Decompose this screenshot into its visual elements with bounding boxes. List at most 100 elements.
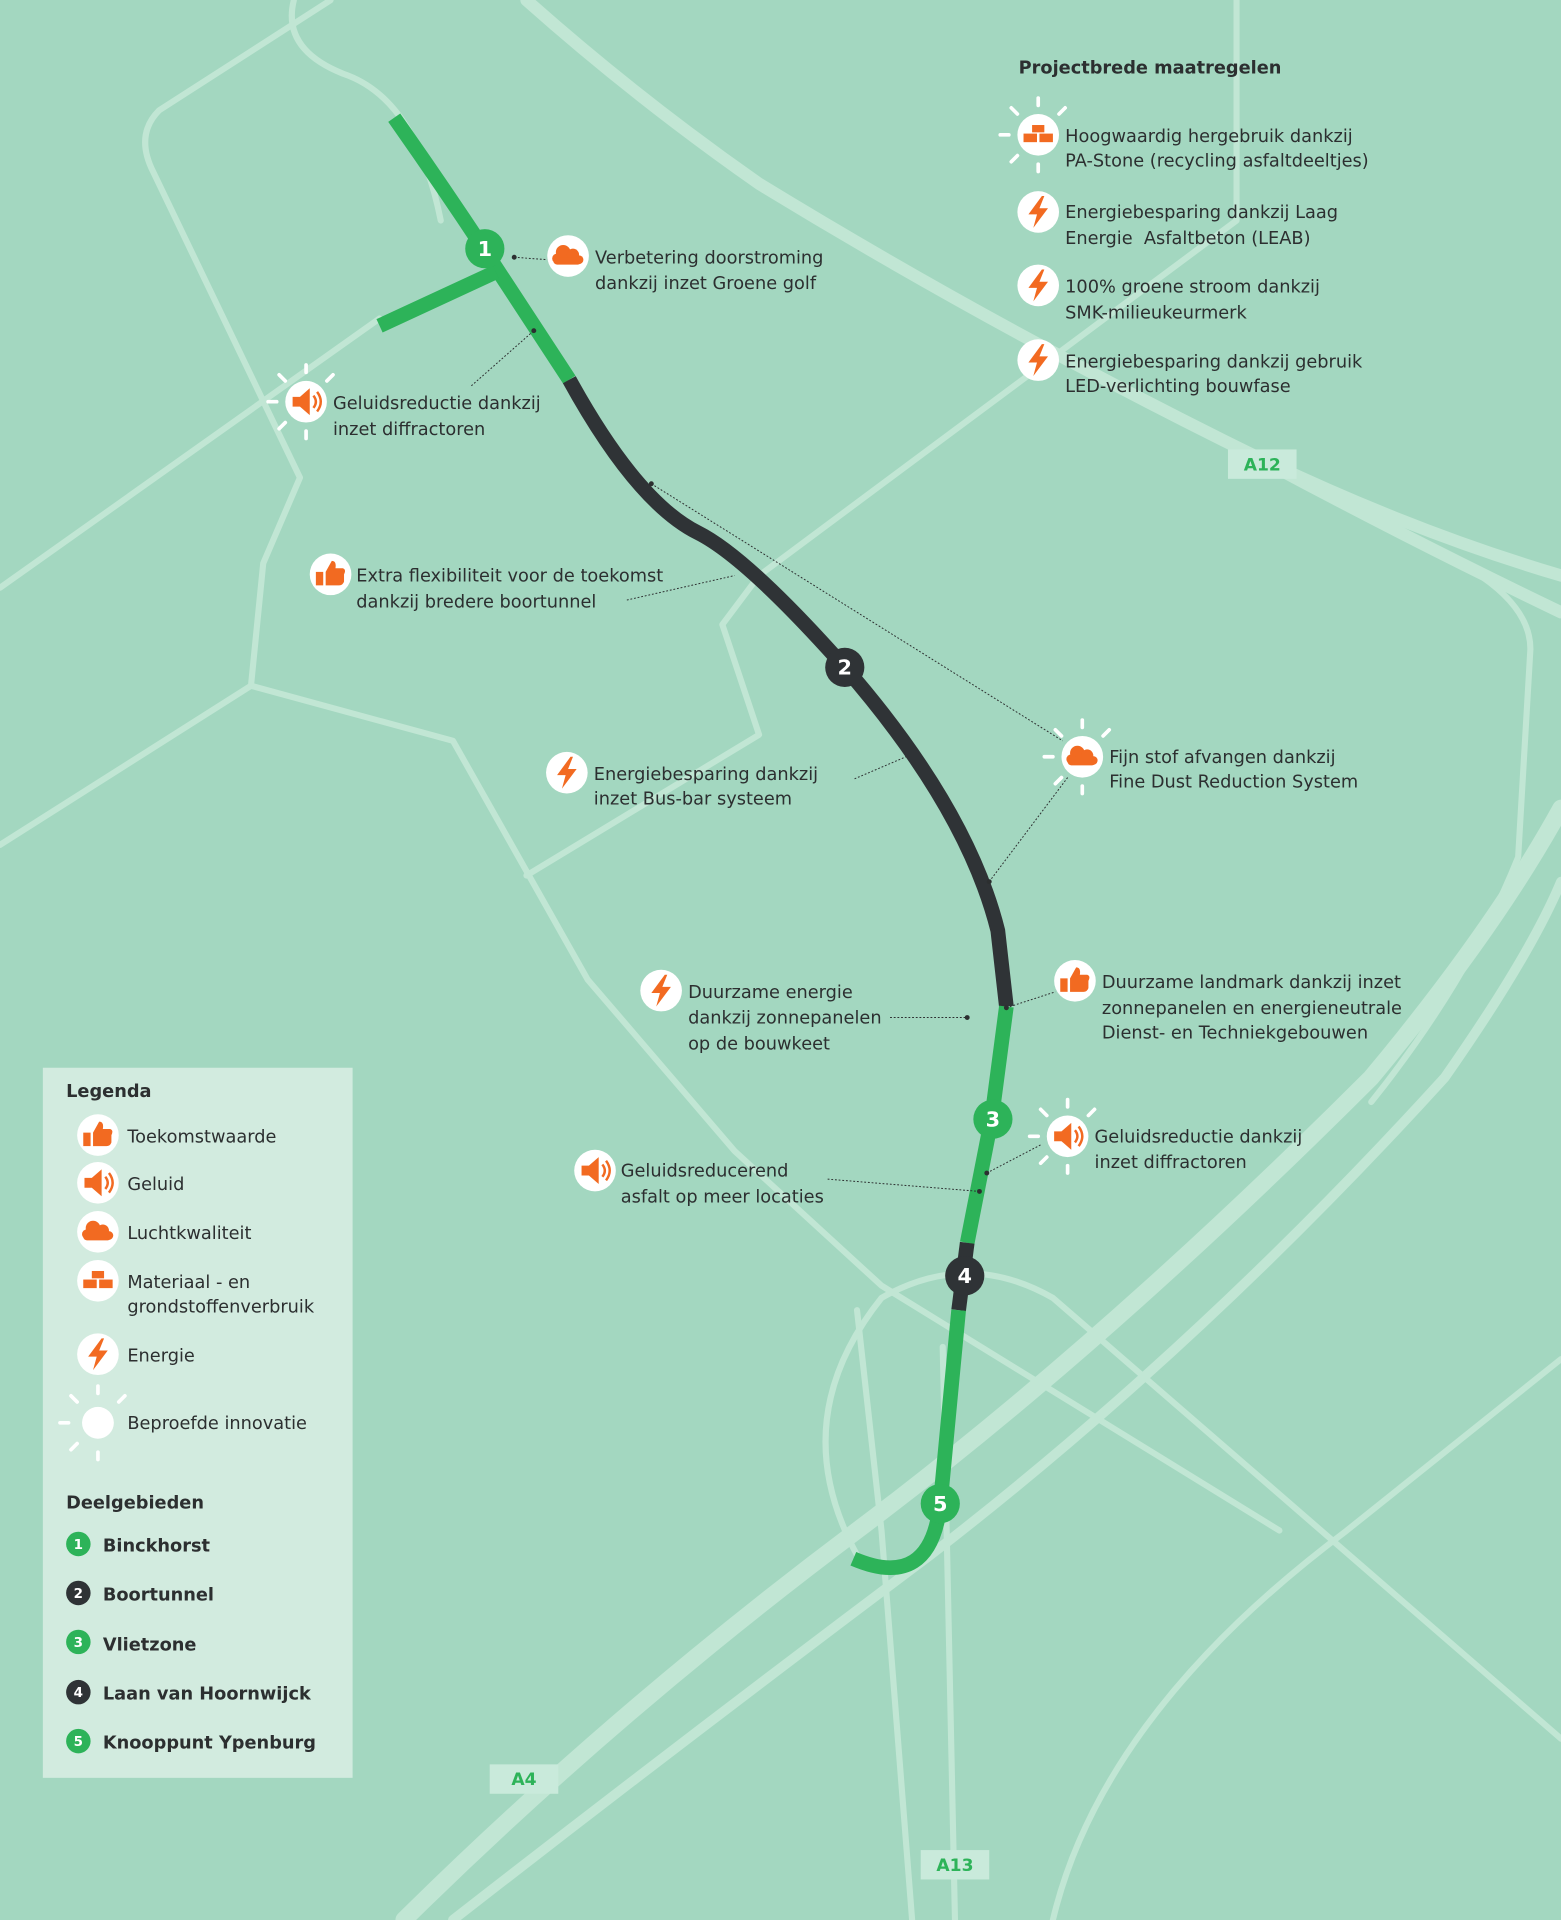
route-branch xyxy=(376,265,499,333)
svg-text:Beproefde innovatie: Beproefde innovatie xyxy=(127,1414,307,1434)
svg-text:1: 1 xyxy=(478,237,492,261)
energy-icon xyxy=(1017,264,1060,307)
svg-text:3: 3 xyxy=(986,1108,1000,1132)
svg-text:A12: A12 xyxy=(1244,455,1281,475)
legend-area-vlietzone: 3 Vlietzone xyxy=(66,1629,197,1656)
svg-text:2: 2 xyxy=(838,656,852,680)
route-markers: 1 2 3 4 5 xyxy=(465,229,1013,1524)
svg-text:5: 5 xyxy=(933,1492,947,1516)
future-value-icon xyxy=(1054,960,1096,1002)
legend-area-laan-van-hoornwijck: 4 Laan van Hoornwijck xyxy=(66,1679,312,1704)
svg-text:Vlietzone: Vlietzone xyxy=(103,1636,197,1656)
svg-text:Knooppunt Ypenburg: Knooppunt Ypenburg xyxy=(103,1733,316,1753)
energy-icon xyxy=(1017,339,1060,381)
project-wide-measures: Projectbrede maatregelen Hoogwaardig her… xyxy=(998,59,1369,397)
legend-item-luchtkwaliteit: Luchtkwaliteit xyxy=(77,1210,251,1253)
areas-title: Deelgebieden xyxy=(66,1493,204,1513)
project-wide-title: Projectbrede maatregelen xyxy=(1019,59,1282,79)
route-marker-5[interactable]: 5 xyxy=(920,1484,960,1524)
legend-item-toekomstwaarde: Toekomstwaarde xyxy=(77,1114,276,1156)
svg-text:Duurzame landmark dankzij inze: Duurzame landmark dankzij inzetzonnepane… xyxy=(1102,973,1402,1043)
route-segment-boortunnel xyxy=(562,376,1014,1008)
materials-icon xyxy=(77,1259,119,1302)
route-marker-1[interactable]: 1 xyxy=(465,229,505,269)
svg-text:5: 5 xyxy=(74,1735,83,1750)
leader-lines xyxy=(471,254,1068,1194)
legend-area-boortunnel: 2 Boortunnel xyxy=(66,1580,214,1605)
air-quality-icon xyxy=(547,235,589,277)
energy-icon xyxy=(77,1333,119,1376)
road-labels: A12 A4 A13 xyxy=(489,449,1297,1880)
svg-text:A4: A4 xyxy=(511,1770,536,1790)
svg-text:Boortunnel: Boortunnel xyxy=(103,1585,214,1605)
sound-icon xyxy=(572,1148,618,1193)
road-label-a13: A13 xyxy=(920,1850,990,1880)
svg-text:2: 2 xyxy=(74,1587,83,1602)
air-quality-icon xyxy=(77,1210,119,1253)
svg-text:Energiebesparing dankzij gebru: Energiebesparing dankzij gebruikLED-verl… xyxy=(1065,352,1363,396)
legend-item-geluid: Geluid xyxy=(75,1160,184,1205)
legend-item-energie: Energie xyxy=(77,1333,195,1376)
air-quality-icon xyxy=(1061,735,1104,778)
legend-area-binckhorst: 1 Binckhorst xyxy=(66,1531,211,1556)
sound-icon xyxy=(75,1160,120,1205)
legend-panel: Legenda Toekomstwaarde Geluid Luchtkwali… xyxy=(42,1067,353,1778)
svg-text:Toekomstwaarde: Toekomstwaarde xyxy=(126,1127,276,1147)
route-marker-2[interactable]: 2 xyxy=(825,647,865,687)
svg-text:Geluid: Geluid xyxy=(127,1175,184,1195)
sound-icon xyxy=(284,379,329,424)
svg-text:4: 4 xyxy=(74,1686,83,1701)
svg-text:1: 1 xyxy=(74,1538,83,1553)
road-label-a4: A4 xyxy=(489,1764,559,1794)
route-marker-3[interactable]: 3 xyxy=(973,1099,1013,1139)
materials-icon xyxy=(1017,113,1060,156)
svg-text:4: 4 xyxy=(958,1264,972,1288)
future-value-icon xyxy=(77,1114,119,1156)
sound-icon xyxy=(1045,1114,1090,1159)
legend-area-knooppunt-ypenburg: 5 Knooppunt Ypenburg xyxy=(66,1728,316,1753)
svg-text:Luchtkwaliteit: Luchtkwaliteit xyxy=(127,1224,251,1244)
energy-icon xyxy=(1017,191,1060,233)
svg-text:3: 3 xyxy=(74,1636,83,1651)
innovation-icon xyxy=(82,1406,114,1439)
svg-text:Binckhorst: Binckhorst xyxy=(103,1536,211,1556)
legend-item-innovatie: Beproefde innovatie xyxy=(58,1384,307,1462)
svg-text:Energie: Energie xyxy=(127,1347,195,1367)
energy-icon xyxy=(640,969,682,1012)
route-marker-4[interactable]: 4 xyxy=(945,1256,985,1296)
svg-text:Laan van Hoornwijck: Laan van Hoornwijck xyxy=(103,1684,312,1704)
svg-text:Extra flexibiliteit voor de to: Extra flexibiliteit voor de toekomstdank… xyxy=(356,567,663,613)
energy-icon xyxy=(546,751,588,794)
future-value-icon xyxy=(309,553,352,596)
svg-text:A13: A13 xyxy=(936,1856,973,1876)
road-label-a12: A12 xyxy=(1227,449,1297,479)
